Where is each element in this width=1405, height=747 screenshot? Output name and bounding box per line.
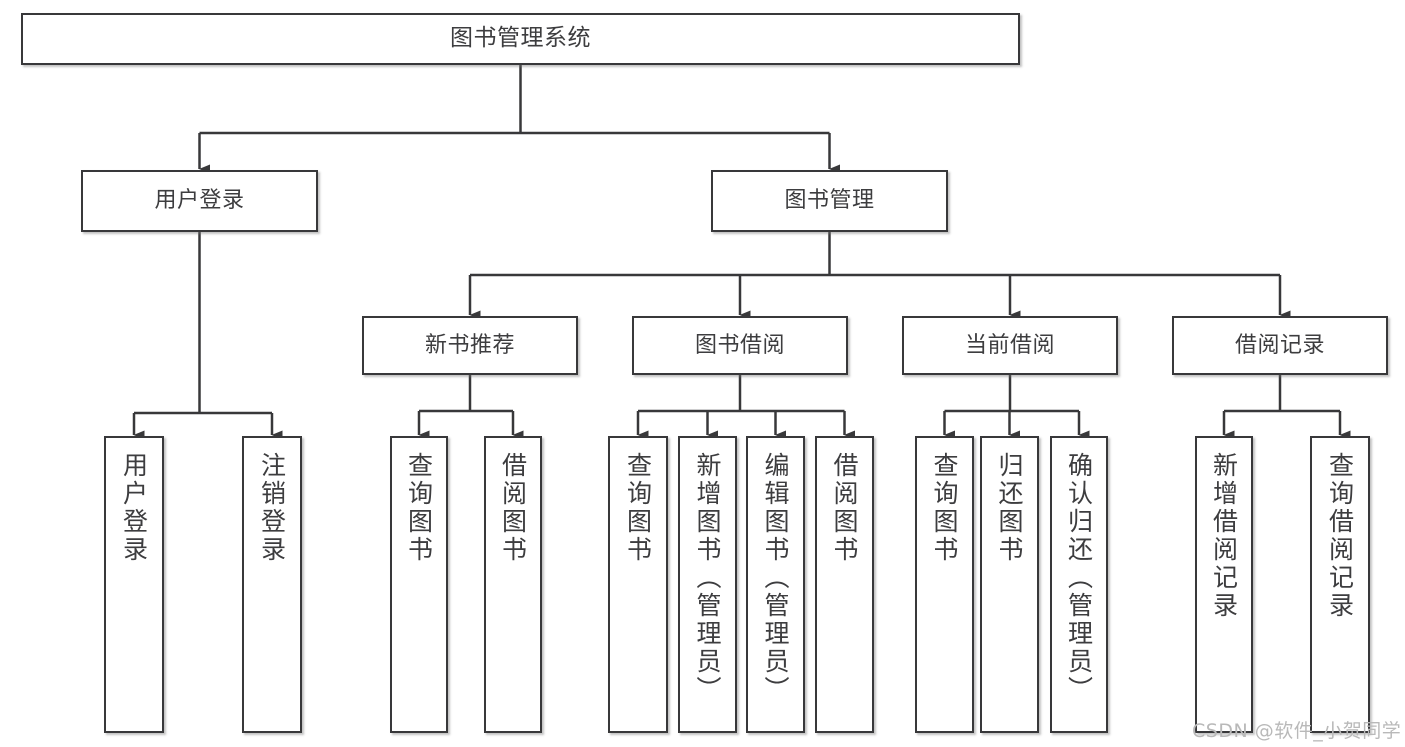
node-label: 图书管理系统	[450, 25, 591, 52]
node-label: 借阅图书	[830, 452, 859, 564]
node-label: 借阅图书	[498, 452, 528, 564]
node-leaf-bor-query[interactable]: 查询图书	[608, 436, 668, 733]
node-records[interactable]: 借阅记录	[1172, 316, 1388, 375]
node-leaf-cur-query[interactable]: 查询图书	[915, 436, 974, 733]
node-label: 新增借阅记录	[1209, 452, 1239, 620]
node-leaf-bor-lend[interactable]: 借阅图书	[815, 436, 874, 733]
node-label: 确认归还（管理员）	[1064, 452, 1094, 704]
node-leaf-cur-return[interactable]: 归还图书	[980, 436, 1039, 733]
node-label: 查询借阅记录	[1325, 452, 1355, 620]
node-label: 查询图书	[623, 452, 653, 564]
node-label: 当前借阅	[964, 332, 1055, 358]
node-label: 用户登录	[119, 452, 149, 564]
node-label: 用户登录	[154, 188, 245, 214]
node-root[interactable]: 图书管理系统	[21, 13, 1020, 65]
node-bookmgmt[interactable]: 图书管理	[711, 170, 948, 232]
node-label: 新增图书（管理员）	[693, 452, 722, 704]
node-label: 注销登录	[257, 452, 287, 564]
node-leaf-new-query[interactable]: 查询图书	[390, 436, 448, 733]
node-label: 新书推荐	[424, 332, 515, 358]
node-leaf-new-borrow[interactable]: 借阅图书	[484, 436, 542, 733]
node-label: 图书管理	[784, 188, 875, 214]
node-newbook[interactable]: 新书推荐	[362, 316, 578, 375]
node-leaf-user-logout[interactable]: 注销登录	[242, 436, 302, 733]
node-leaf-rec-query[interactable]: 查询借阅记录	[1310, 436, 1370, 733]
node-label: 查询图书	[404, 452, 434, 564]
node-leaf-bor-edit[interactable]: 编辑图书（管理员）	[746, 436, 805, 733]
node-current[interactable]: 当前借阅	[902, 316, 1118, 375]
node-leaf-bor-add[interactable]: 新增图书（管理员）	[678, 436, 737, 733]
node-label: 图书借阅	[694, 332, 785, 358]
node-label: 归还图书	[995, 452, 1024, 564]
node-login[interactable]: 用户登录	[81, 170, 318, 232]
node-label: 编辑图书（管理员）	[761, 452, 790, 704]
node-leaf-cur-confirm[interactable]: 确认归还（管理员）	[1050, 436, 1108, 733]
node-leaf-user-login[interactable]: 用户登录	[104, 436, 164, 733]
node-label: 查询图书	[930, 452, 959, 564]
node-borrow[interactable]: 图书借阅	[632, 316, 848, 375]
node-label: 借阅记录	[1234, 332, 1325, 358]
node-leaf-rec-add[interactable]: 新增借阅记录	[1195, 436, 1253, 733]
